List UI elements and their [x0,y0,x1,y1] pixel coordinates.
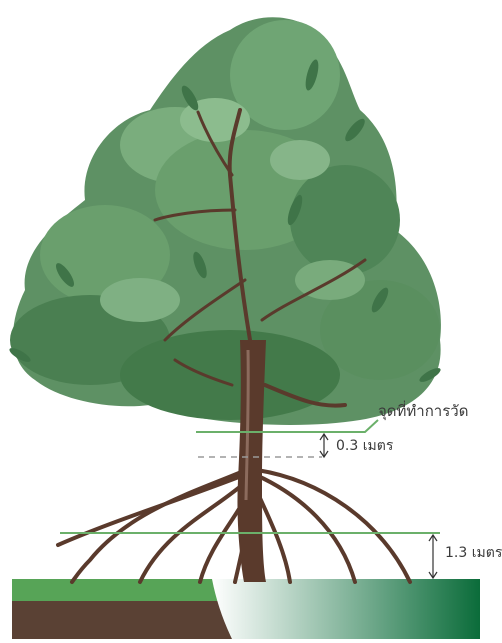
crown-right [290,165,400,275]
crown-highlight-2 [270,140,330,180]
offset-label: 0.3 เมตร [336,439,393,453]
crown-highlight-3 [100,278,180,322]
crown-bottom [120,330,340,420]
root-1 [72,470,246,582]
prop-roots [58,470,410,582]
grass-strip [12,579,247,601]
root-7 [58,475,244,545]
height-label: 1.3 เมตร [445,546,502,560]
gradient-panel [212,579,480,639]
soil-strip [12,601,247,639]
tree-crown [8,17,443,425]
ground [12,579,480,639]
tree-trunk [237,340,266,582]
root-5 [256,475,355,582]
measure-point-label: จุดที่ทำการวัด [378,404,468,419]
